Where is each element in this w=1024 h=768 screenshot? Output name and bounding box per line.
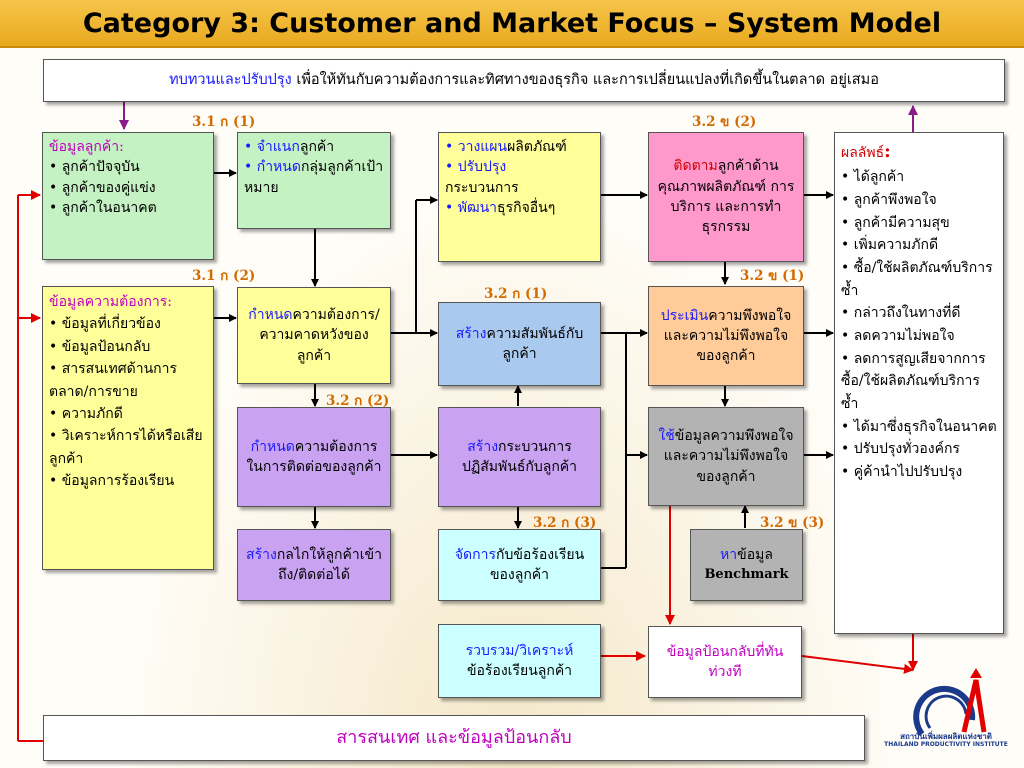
define-contact-box: กำหนดความต้องการในการติดต่อของลูกค้า — [237, 407, 391, 507]
requirement-info-item: ข้อมูลการร้องเรียน — [49, 470, 207, 492]
bottom-banner: สารสนเทศ และข้อมูลป้อนกลับ — [43, 715, 865, 761]
complaint-box: จัดการกับข้อร้องเรียนของลูกค้า — [438, 529, 601, 601]
results-item: ได้มาซึ่งธุรกิจในอนาคต — [841, 416, 997, 439]
relationship-text: ความสัมพันธ์กับลูกค้า — [486, 325, 584, 362]
logo-line-1: สถาบันเพิ่มผลผลิตแห่งชาติ — [900, 732, 992, 741]
top-banner-text: เพื่อให้ทันกับความต้องการและทิศทางของธุร… — [291, 71, 879, 88]
plan-verb-1: วางแผน — [457, 139, 508, 155]
requirement-info-item: ความภักดี — [49, 403, 207, 425]
benchmark-text: ข้อมูล — [737, 547, 773, 564]
create-access-box: สร้างกลไกให้ลูกค้าเข้าถึง/ติดต่อได้ — [237, 529, 391, 601]
complaint-text: กับข้อร้องเรียนของลูกค้า — [489, 546, 585, 583]
timely-feedback-box: ข้อมูลป้อนกลับที่ทันท่วงที — [648, 626, 802, 698]
results-item: คู่ค้านำไปปรับปรุง — [841, 461, 997, 484]
benchmark-label: Benchmark — [704, 566, 789, 582]
customer-info-box: ข้อมูลลูกค้า: ลูกค้าปัจจุบัน ลูกค้าของคู… — [42, 132, 214, 260]
requirement-info-box: ข้อมูลความต้องการ: ข้อมูลที่เกี่ยวข้อง ข… — [42, 286, 214, 570]
customer-info-item: ลูกค้าปัจจุบัน — [49, 157, 207, 177]
define-req-verb: กำหนด — [248, 307, 293, 324]
results-item: ลูกค้ามีความสุข — [841, 212, 997, 235]
plan-text-1: ผลิตภัณฑ์ — [507, 139, 567, 155]
collect-complaints-box: รวบรวม/วิเคราะห์ ข้อร้องเรียนลูกค้า — [438, 624, 601, 698]
use-data-box: ใช้ข้อมูลความพึงพอใจ และความไม่พึงพอใจขอ… — [648, 407, 804, 506]
tag-3-1-a-2: 3.1 ก (2) — [192, 268, 256, 284]
evaluate-verb: ประเมิน — [660, 307, 709, 324]
results-item: ลดการสูญเสียจากการซื้อ/ใช้ผลิตภัณฑ์บริกา… — [841, 348, 997, 416]
follow-up-box: ติดตามลูกค้าด้านคุณภาพผลิตภัณฑ์ การบริกา… — [648, 132, 804, 262]
use-data-text: ข้อมูลความพึงพอใจ และความไม่พึงพอใจของลู… — [663, 428, 794, 485]
segment-bullet-1: • — [244, 139, 257, 155]
tag-3-2-a-2: 3.2 ก (2) — [326, 393, 390, 409]
segment-box: • จำแนกลูกค้า • กำหนดกลุ่มลูกค้าเป้าหมาย — [237, 132, 391, 229]
segment-verb-2: กำหนด — [256, 159, 301, 176]
page-title: Category 3: Customer and Market Focus – … — [0, 0, 1024, 48]
benchmark-box: หาข้อมูล Benchmark — [690, 529, 803, 601]
evaluate-box: ประเมินความพึงพอใจ และความไม่พึงพอใจของล… — [648, 286, 804, 386]
results-item: ได้ลูกค้า — [841, 166, 997, 189]
interaction-text: กระบวนการปฏิสัมพันธ์กับลูกค้า — [461, 438, 578, 475]
requirement-info-item: ข้อมูลป้อนกลับ — [49, 336, 207, 358]
interaction-box: สร้างกระบวนการปฏิสัมพันธ์กับลูกค้า — [438, 407, 601, 507]
define-requirements-box: กำหนดความต้องการ/ความคาดหวังของลูกค้า — [237, 287, 391, 384]
customer-info-item: ลูกค้าในอนาคต — [49, 198, 207, 218]
results-item: ซื้อ/ใช้ผลิตภัณฑ์บริการซ้ำ — [841, 257, 997, 302]
interaction-verb: สร้าง — [467, 438, 499, 455]
tag-3-2-a-3: 3.2 ก (3) — [533, 515, 597, 531]
results-item: กล่าวถึงในทางที่ดี — [841, 302, 997, 325]
tag-3-2-b-2: 3.2 ข (2) — [692, 114, 757, 130]
top-banner-prefix: ทบทวนและปรับปรุง — [169, 71, 292, 88]
segment-text-1: ลูกค้า — [299, 139, 335, 155]
tpi-logo-icon — [913, 668, 987, 736]
results-box: ผลลัพธ์: ได้ลูกค้า ลูกค้าพึงพอใจ ลูกค้าม… — [834, 132, 1004, 634]
collect-verb: รวบรวม/วิเคราะห์ — [465, 642, 574, 659]
results-colon: : — [884, 141, 891, 162]
results-item: ปรับปรุงทั่วองค์กร — [841, 438, 997, 461]
follow-verb: ติดตาม — [673, 158, 718, 175]
benchmark-verb: หา — [720, 547, 738, 564]
tag-3-1-a-1: 3.1 ก (1) — [192, 114, 256, 130]
plan-bullet-1: • — [445, 139, 458, 155]
evaluate-text: ความพึงพอใจ และความไม่พึงพอใจของลูกค้า — [663, 307, 792, 365]
plan-text-2: กระบวนการ — [445, 179, 519, 196]
relationship-box: สร้างความสัมพันธ์กับลูกค้า — [438, 302, 601, 386]
logo-caption: สถาบันเพิ่มผลผลิตแห่งชาติ THAILAND PRODU… — [868, 732, 1024, 748]
follow-text: ลูกค้าด้านคุณภาพผลิตภัณฑ์ การบริการ และก… — [657, 158, 795, 236]
tag-3-2-b-3: 3.2 ข (3) — [760, 515, 825, 531]
top-banner: ทบทวนและปรับปรุง เพื่อให้ทันกับความต้องก… — [43, 59, 1005, 102]
use-data-verb: ใช้ — [658, 428, 675, 445]
define-contact-verb: กำหนด — [250, 438, 295, 455]
plan-text-3: ธุรกิจอื่นๆ — [497, 199, 556, 216]
results-item: ลูกค้าพึงพอใจ — [841, 189, 997, 212]
plan-bullet-3: • — [445, 199, 458, 216]
requirement-info-heading: ข้อมูลความต้องการ: — [49, 294, 173, 310]
segment-text-2: กลุ่มลูกค้าเป้าหมาย — [244, 159, 384, 196]
tag-3-2-b-1: 3.2 ข (1) — [740, 268, 805, 284]
segment-bullet-2: • — [244, 159, 257, 176]
create-access-verb: สร้าง — [246, 546, 277, 563]
create-access-text: กลไกให้ลูกค้าเข้าถึง/ติดต่อได้ — [276, 546, 382, 583]
requirement-info-item: ข้อมูลที่เกี่ยวข้อง — [49, 313, 207, 335]
collect-text: ข้อร้องเรียนลูกค้า — [466, 663, 573, 679]
results-heading: ผลลัพธ์ — [841, 145, 885, 161]
requirement-info-item: วิเคราะห์การได้หรือเสียลูกค้า — [49, 425, 207, 470]
plan-verb-2: ปรับปรุง — [457, 159, 507, 176]
customer-info-item: ลูกค้าของคู่แข่ง — [49, 178, 207, 198]
bottom-banner-text: สารสนเทศ และข้อมูลป้อนกลับ — [336, 726, 572, 748]
segment-verb-1: จำแนก — [256, 139, 300, 155]
define-req-text: ความต้องการ/ความคาดหวังของลูกค้า — [259, 307, 380, 364]
relationship-verb: สร้าง — [455, 325, 487, 342]
requirement-info-item: สารสนเทศด้านการตลาด/การขาย — [49, 358, 207, 403]
define-contact-text: ความต้องการในการติดต่อของลูกค้า — [246, 438, 382, 475]
tag-3-2-a-1: 3.2 ก (1) — [484, 286, 548, 302]
plan-bullet-2: • — [445, 159, 458, 176]
results-item: เพิ่มความภักดี — [841, 234, 997, 257]
results-item: ลดความไม่พอใจ — [841, 325, 997, 348]
logo-line-2: THAILAND PRODUCTIVITY INSTITUTE — [884, 740, 1008, 748]
plan-box: • วางแผนผลิตภัณฑ์ • ปรับปรุง กระบวนการ •… — [438, 132, 601, 262]
complaint-verb: จัดการ — [454, 546, 496, 563]
customer-info-heading: ข้อมูลลูกค้า: — [49, 139, 124, 155]
timely-feedback-text: ข้อมูลป้อนกลับที่ทันท่วงที — [666, 643, 784, 680]
plan-verb-3: พัฒนา — [457, 199, 498, 216]
